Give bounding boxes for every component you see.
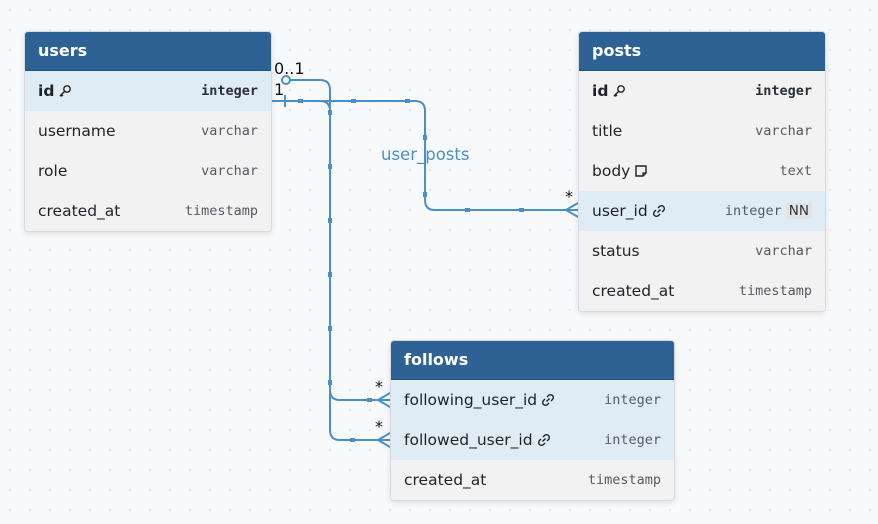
table-follows[interactable]: follows following_user_id integer follow…: [390, 340, 675, 501]
relation-label-user-posts[interactable]: user_posts: [381, 145, 470, 164]
field-row-posts-title[interactable]: title varchar: [579, 111, 825, 151]
cardinality-zero-or-one: 0..1: [274, 59, 305, 78]
link-icon: [541, 393, 555, 407]
field-row-posts-body[interactable]: body text: [579, 151, 825, 191]
table-follows-header[interactable]: follows: [391, 341, 674, 380]
not-null-badge: NN: [785, 203, 812, 219]
field-row-users-id[interactable]: id integer: [25, 71, 271, 111]
edge-user-posts[interactable]: [271, 100, 566, 211]
field-row-follows-following-user-id[interactable]: following_user_id integer: [391, 380, 674, 420]
edge-ticks: [298, 99, 524, 442]
crow-foot-following: [377, 392, 391, 408]
cardinality-many-followed: *: [375, 417, 383, 436]
key-icon: [612, 84, 626, 98]
zero-or-one-marker: [281, 75, 291, 85]
field-type: timestamp: [738, 283, 812, 299]
field-name-cell: id: [38, 82, 72, 100]
field-name: following_user_id: [404, 391, 538, 409]
field-name: created_at: [404, 471, 487, 489]
crow-foot-followed: [377, 432, 391, 448]
field-name: followed_user_id: [404, 431, 533, 449]
field-type: varchar: [755, 123, 812, 139]
field-row-posts-id[interactable]: id integer: [579, 71, 825, 111]
field-type: varchar: [755, 243, 812, 259]
field-type: integer: [755, 83, 812, 99]
field-type: varchar: [201, 123, 258, 139]
cardinality-one: 1: [274, 80, 285, 99]
field-name-cell: id: [592, 82, 626, 100]
edge-follows-following[interactable]: [288, 79, 378, 401]
link-icon: [652, 204, 666, 218]
note-icon[interactable]: [634, 164, 648, 178]
field-type: varchar: [201, 163, 258, 179]
edge-follows-followed[interactable]: [319, 100, 378, 441]
field-row-follows-created-at[interactable]: created_at timestamp: [391, 460, 674, 500]
field-name-cell: followed_user_id: [404, 431, 551, 449]
field-type: integer: [724, 203, 782, 219]
field-type: text: [779, 163, 812, 179]
field-name: id: [38, 82, 55, 100]
table-users[interactable]: users id integer username varchar role v…: [24, 31, 272, 232]
field-name: title: [592, 122, 623, 140]
field-type: integer: [604, 432, 661, 448]
field-name-cell: following_user_id: [404, 391, 555, 409]
field-row-users-role[interactable]: role varchar: [25, 151, 271, 191]
field-name: status: [592, 242, 640, 260]
field-row-users-created-at[interactable]: created_at timestamp: [25, 191, 271, 231]
cardinality-many-following: *: [375, 377, 383, 396]
field-name: created_at: [38, 202, 121, 220]
cardinality-many-posts: *: [565, 187, 573, 206]
field-type: integer: [604, 392, 661, 408]
table-posts-header[interactable]: posts: [579, 32, 825, 71]
field-type: timestamp: [184, 203, 258, 219]
field-name-cell: body: [592, 162, 648, 180]
field-type-cell: integer NN: [725, 203, 812, 219]
field-row-posts-created-at[interactable]: created_at timestamp: [579, 271, 825, 311]
field-name: role: [38, 162, 68, 180]
crow-foot-posts: [565, 202, 579, 218]
link-icon: [537, 433, 551, 447]
field-name: username: [38, 122, 116, 140]
table-users-header[interactable]: users: [25, 32, 271, 71]
field-name: user_id: [592, 202, 648, 220]
field-row-users-username[interactable]: username varchar: [25, 111, 271, 151]
field-name: created_at: [592, 282, 675, 300]
field-row-follows-followed-user-id[interactable]: followed_user_id integer: [391, 420, 674, 460]
field-name: id: [592, 82, 609, 100]
key-icon: [58, 84, 72, 98]
field-type: integer: [201, 83, 258, 99]
field-name: body: [592, 162, 631, 180]
field-row-posts-status[interactable]: status varchar: [579, 231, 825, 271]
field-name-cell: user_id: [592, 202, 666, 220]
table-posts[interactable]: posts id integer title varchar body text…: [578, 31, 826, 312]
field-type: timestamp: [587, 472, 661, 488]
field-row-posts-user-id[interactable]: user_id integer NN: [579, 191, 825, 231]
